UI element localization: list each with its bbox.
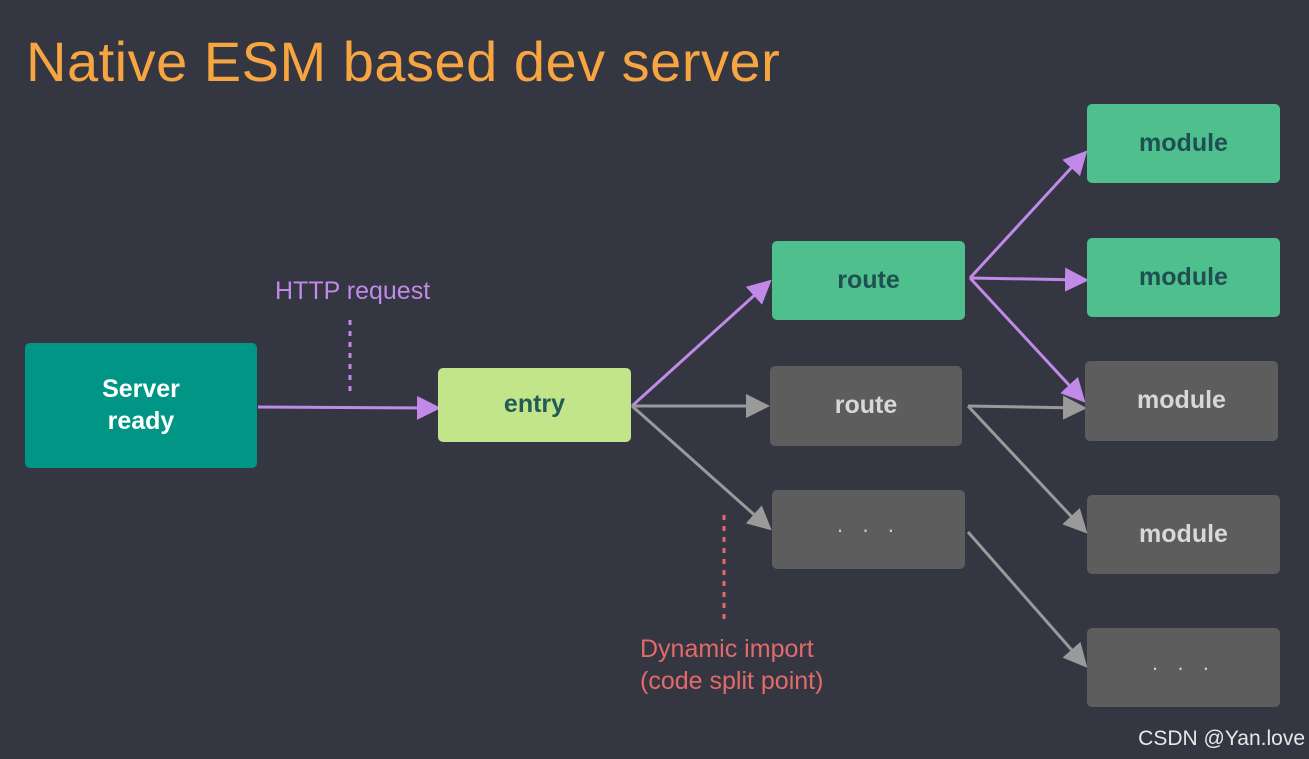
watermark: CSDN @Yan.love bbox=[1138, 727, 1305, 750]
page-title: Native ESM based dev server bbox=[26, 30, 781, 93]
module-node-1: module bbox=[1087, 104, 1280, 183]
arrow-route1-to-module2 bbox=[969, 267, 1089, 292]
dynamic-import-label-line2: (code split point) bbox=[640, 667, 824, 695]
entry-node: entry bbox=[438, 368, 631, 442]
http-request-label: HTTP request bbox=[275, 277, 431, 305]
route-node-inactive: route bbox=[770, 366, 962, 446]
ellipsis-node-middle: · · · bbox=[772, 490, 965, 569]
arrow-route1-to-module1 bbox=[968, 150, 1088, 280]
ellipsis-node-right: · · · bbox=[1087, 628, 1280, 707]
module-node-2: module bbox=[1087, 238, 1280, 317]
module-node-4: module bbox=[1087, 495, 1280, 574]
arrow-route2-to-module4 bbox=[966, 404, 1088, 534]
arrow-ellipsis-to-ellipsis bbox=[966, 531, 1088, 668]
arrow-entry-to-route-1 bbox=[630, 279, 772, 408]
module-node-3: module bbox=[1085, 361, 1278, 441]
route-node-active: route bbox=[772, 241, 965, 320]
arrow-entry-to-ellipsis bbox=[631, 404, 772, 531]
arrow-server-to-entry bbox=[257, 395, 441, 420]
arrow-route1-to-module3 bbox=[968, 276, 1086, 403]
dynamic-import-label-line1: Dynamic import bbox=[640, 635, 814, 663]
arrow-route2-to-module3 bbox=[967, 395, 1087, 420]
server-ready-node: Server ready bbox=[25, 343, 257, 468]
